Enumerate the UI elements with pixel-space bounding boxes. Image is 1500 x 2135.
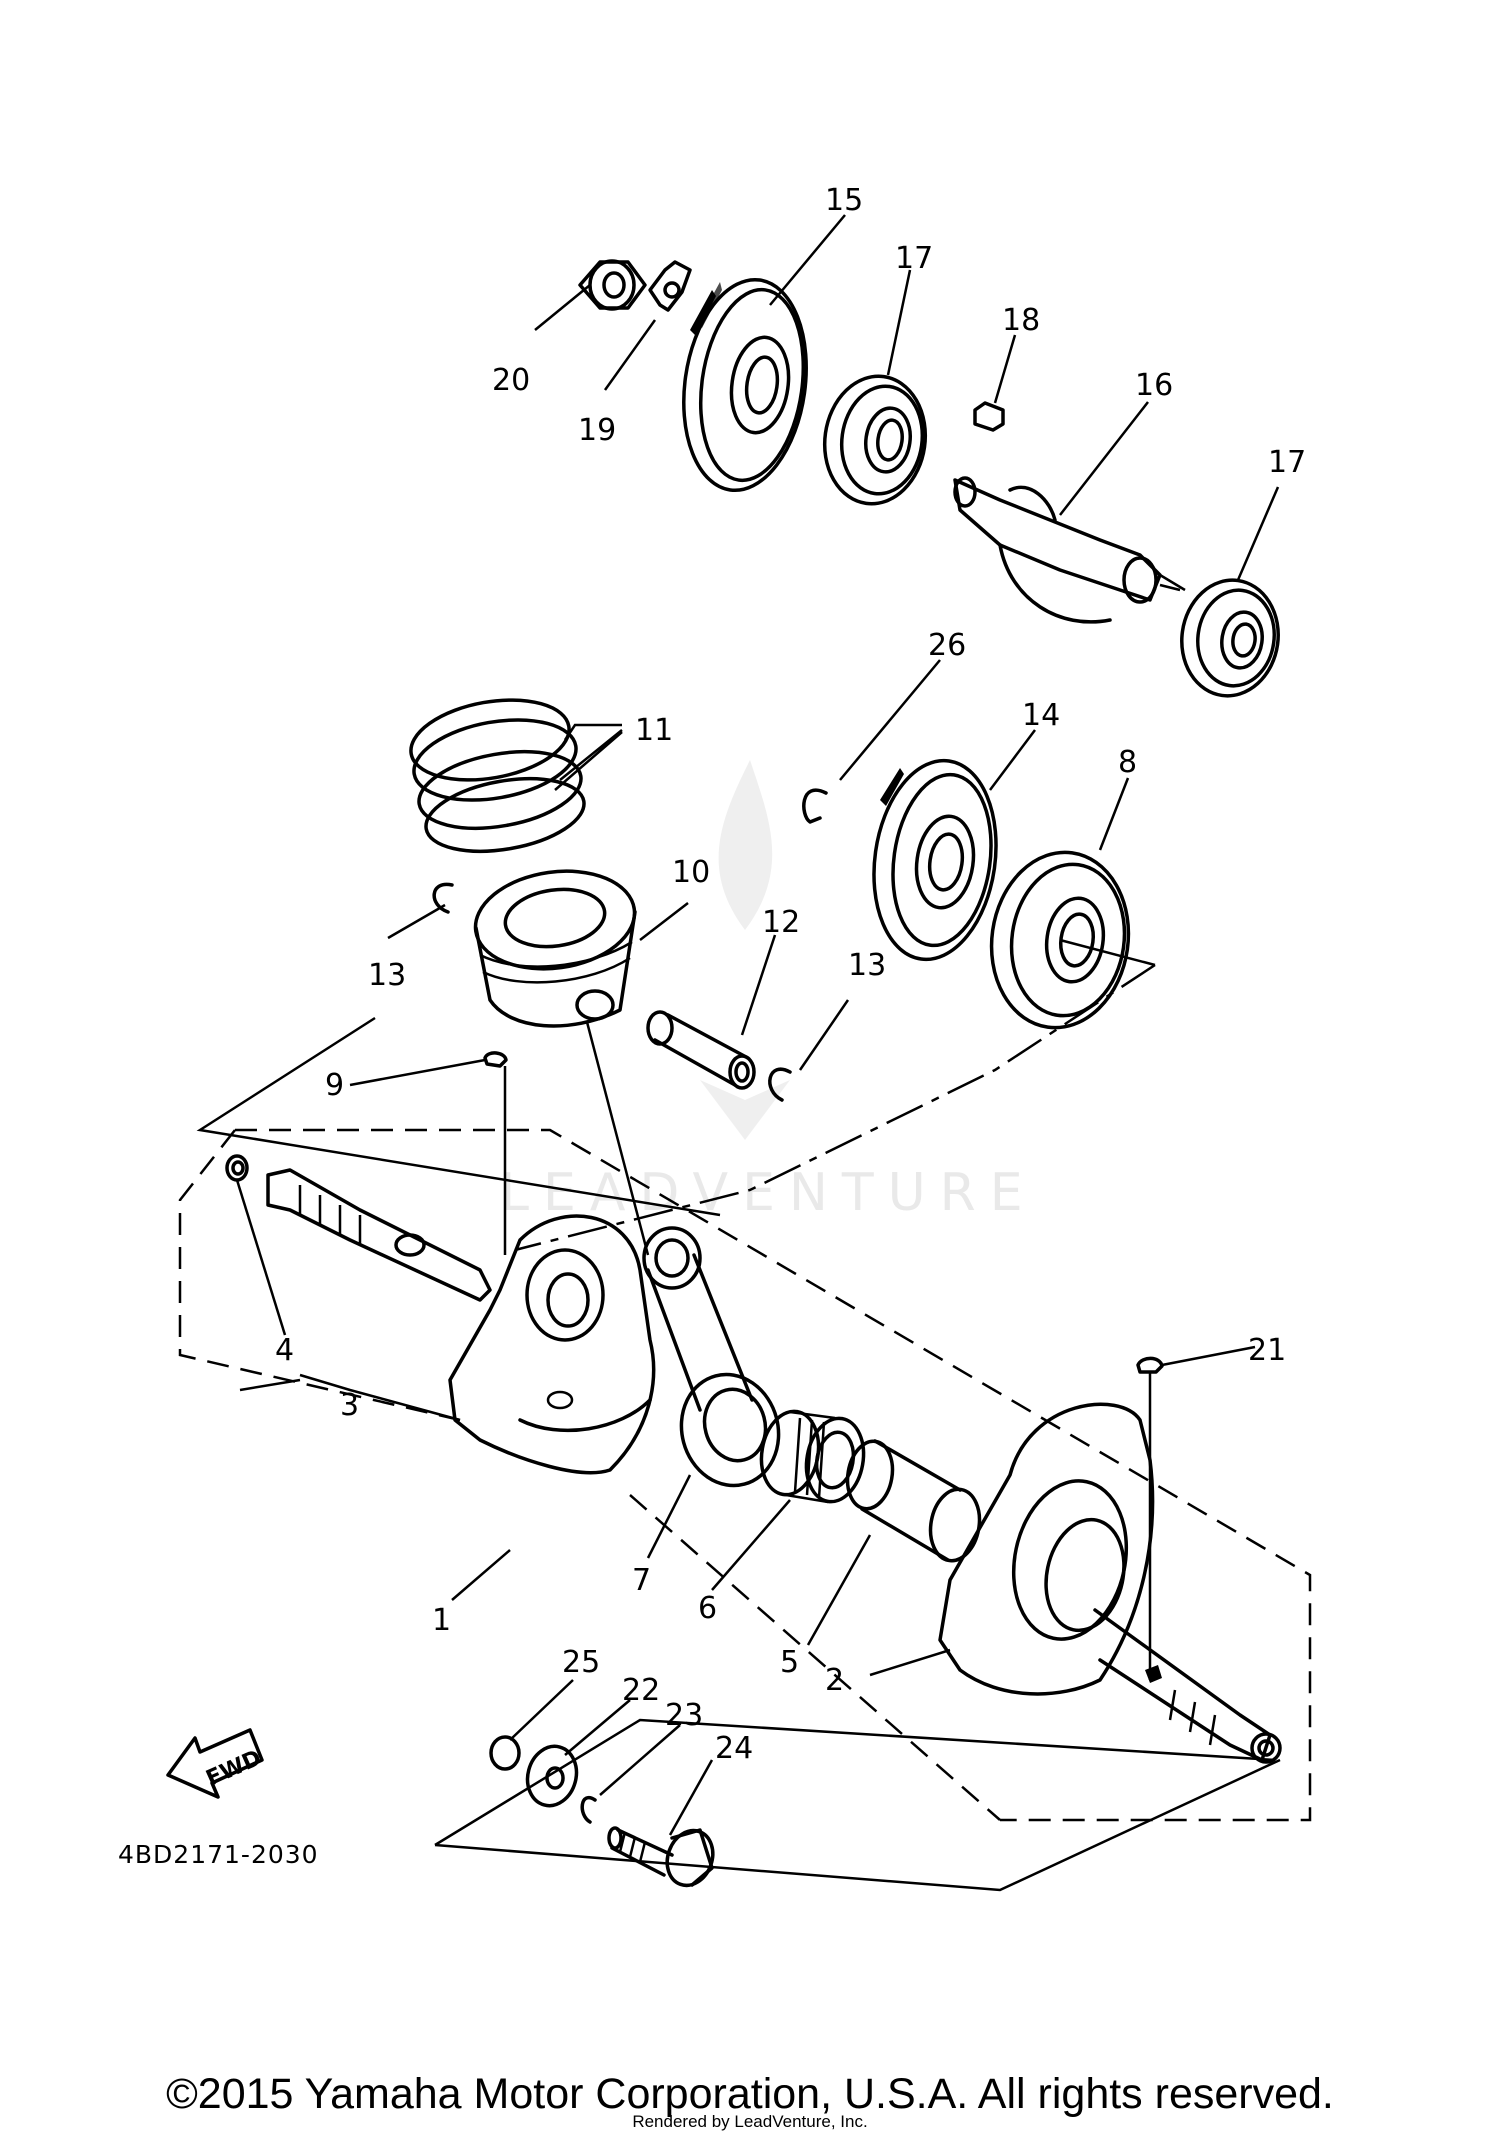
callout-12: 12 <box>762 905 800 940</box>
callout-22: 22 <box>622 1673 660 1708</box>
callout-13-left: 13 <box>368 958 406 993</box>
callout-1: 1 <box>432 1603 451 1638</box>
part-18-key <box>973 401 1005 432</box>
part-11-piston-rings <box>409 698 586 854</box>
callout-23: 23 <box>665 1698 703 1733</box>
part-21-key <box>1136 1356 1164 1374</box>
callout-17-lower: 17 <box>1268 445 1306 480</box>
callout-7: 7 <box>632 1563 651 1598</box>
callout-6: 6 <box>698 1591 717 1626</box>
part-13-clip-left <box>432 882 454 914</box>
part-4-plug <box>225 1154 249 1182</box>
callout-labels: 15 17 18 16 17 20 19 26 11 14 8 10 12 13… <box>275 183 1306 1766</box>
part-12-piston-pin <box>646 1010 756 1090</box>
callout-18: 18 <box>1002 303 1040 338</box>
callout-4: 4 <box>275 1333 294 1368</box>
fwd-arrow-icon: FWD <box>166 1728 266 1799</box>
callout-17-upper: 17 <box>895 241 933 276</box>
assembly-outline-balancer <box>1159 573 1186 592</box>
assembly-outline-piston-bearing <box>514 938 1156 1252</box>
part-17-bearing-upper <box>822 374 928 506</box>
rendered-by-notice: Rendered by LeadVenture, Inc. <box>632 2112 868 2131</box>
callout-5: 5 <box>780 1645 799 1680</box>
callout-19: 19 <box>578 413 616 448</box>
part-9-key <box>483 1051 508 1068</box>
leadventure-watermark-icon: LEADVENTURE <box>500 760 1023 1223</box>
part-13-clip-right <box>768 1067 792 1102</box>
part-24-bolt <box>607 1826 715 1888</box>
callout-10: 10 <box>672 855 710 890</box>
part-15-balancer-gear <box>682 277 808 493</box>
part-19-lock-washer <box>648 260 692 312</box>
part-3-crank-half-left <box>266 1168 656 1475</box>
callout-24: 24 <box>715 1731 753 1766</box>
part-7-connecting-rod <box>642 1226 781 1488</box>
drawing-number: 4BD2171-2030 <box>118 1840 319 1869</box>
callout-13-right: 13 <box>848 948 886 983</box>
part-8-bearing <box>989 850 1131 1030</box>
part-16-balancer-shaft <box>953 476 1181 624</box>
part-23-clip <box>580 1796 597 1824</box>
part-10-piston <box>473 869 637 1028</box>
copyright-notice: ©2015 Yamaha Motor Corporation, U.S.A. A… <box>166 2070 1334 2118</box>
fwd-label: FWD <box>203 1746 266 1792</box>
callout-8: 8 <box>1118 745 1137 780</box>
callout-2: 2 <box>825 1663 844 1698</box>
leader-lines <box>235 214 1280 1836</box>
callout-25: 25 <box>562 1645 600 1680</box>
assembly-outline-1 <box>178 1016 1312 1892</box>
part-25-o-ring <box>489 1735 521 1771</box>
callout-3: 3 <box>340 1388 359 1423</box>
part-26-circlip <box>802 788 828 824</box>
callout-21: 21 <box>1248 1333 1286 1368</box>
callout-9: 9 <box>325 1068 344 1103</box>
callout-11: 11 <box>635 713 673 748</box>
part-22-washer <box>525 1744 579 1808</box>
callout-15: 15 <box>825 183 863 218</box>
callout-14: 14 <box>1022 698 1060 733</box>
part-6-needle-bearing <box>759 1409 866 1504</box>
callout-20: 20 <box>492 363 530 398</box>
part-14-crank-gear <box>872 758 998 962</box>
callout-16: 16 <box>1135 368 1173 403</box>
callout-26: 26 <box>928 628 966 663</box>
part-17-bearing-lower <box>1180 578 1280 698</box>
